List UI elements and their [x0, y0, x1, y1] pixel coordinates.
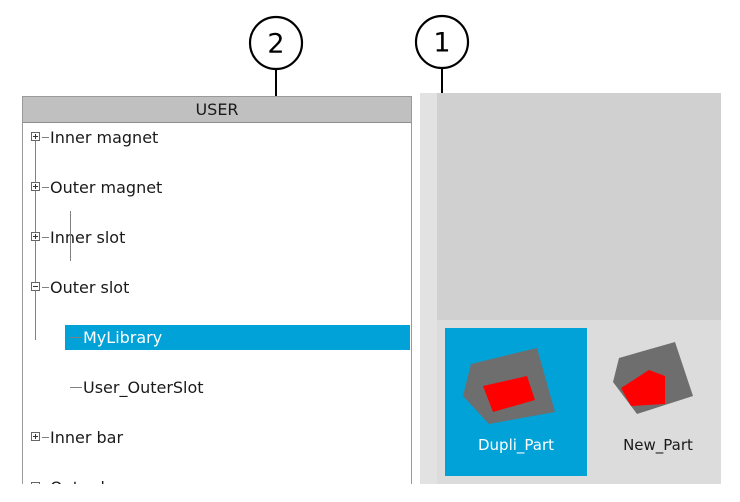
tree-item-outer-slot[interactable]: Outer slot	[23, 275, 411, 300]
tree-item-inner-slot[interactable]: Inner slot	[23, 225, 411, 250]
tree-item-label: User_OuterSlot	[83, 378, 204, 397]
tree-connector	[42, 187, 49, 188]
tree-child-connector	[70, 387, 82, 388]
tree-item-outer-magnet[interactable]: Outer magnet	[23, 175, 411, 200]
tree-child-connector	[70, 211, 71, 261]
tree-item-label: Outer bar	[50, 475, 127, 484]
callout-2-number: 2	[267, 29, 284, 60]
tree-item-inner-magnet[interactable]: Inner magnet	[23, 125, 411, 150]
expander-plus-icon[interactable]	[31, 432, 40, 441]
tree-list[interactable]: Inner magnet Outer magnet Inner slot Out…	[23, 123, 411, 484]
tree-connector	[42, 437, 49, 438]
tree-connector	[42, 137, 49, 138]
callout-2-circle	[248, 15, 304, 71]
part-tile-label: New_Part	[623, 436, 693, 454]
tree-item-label: MyLibrary	[83, 328, 163, 347]
callout-1-number: 1	[433, 28, 450, 59]
part-gallery-area: Dupli_Part New_Part	[437, 320, 721, 484]
callout-1-circle	[414, 14, 470, 70]
tree-item-outer-bar[interactable]: Outer bar	[23, 475, 411, 484]
expander-plus-icon[interactable]	[31, 482, 40, 484]
tree-item-mylibrary[interactable]: MyLibrary	[65, 325, 410, 350]
part-tile-dupli-part[interactable]: Dupli_Part	[445, 328, 587, 476]
tree-item-label: Inner slot	[50, 228, 126, 247]
expander-minus-icon[interactable]	[31, 282, 40, 291]
tree-item-inner-bar[interactable]: Inner bar	[23, 425, 411, 450]
expander-plus-icon[interactable]	[31, 232, 40, 241]
tree-panel-header: USER	[23, 97, 411, 123]
part-tile-label: Dupli_Part	[477, 436, 555, 454]
tree-item-label: Inner magnet	[50, 128, 159, 147]
tree-item-label: Outer magnet	[50, 178, 163, 197]
tree-item-label: Inner bar	[50, 428, 124, 447]
user-library-tree-panel: USER Inner magnet Outer magnet Inne	[22, 96, 412, 484]
part-preview-area	[437, 93, 721, 320]
expander-plus-icon[interactable]	[31, 132, 40, 141]
part-shape-icon	[613, 342, 693, 414]
tree-connector	[42, 237, 49, 238]
tree-item-user-outerslot[interactable]: User_OuterSlot	[65, 375, 410, 400]
part-tile-new-part[interactable]: New_Part	[587, 328, 729, 476]
part-shape-icon	[463, 348, 555, 424]
tree-item-label: Outer slot	[50, 278, 130, 297]
tree-child-connector	[70, 337, 82, 338]
part-browser-panel: Dupli_Part New_Part	[420, 93, 721, 484]
expander-plus-icon[interactable]	[31, 182, 40, 191]
tree-connector	[42, 287, 49, 288]
